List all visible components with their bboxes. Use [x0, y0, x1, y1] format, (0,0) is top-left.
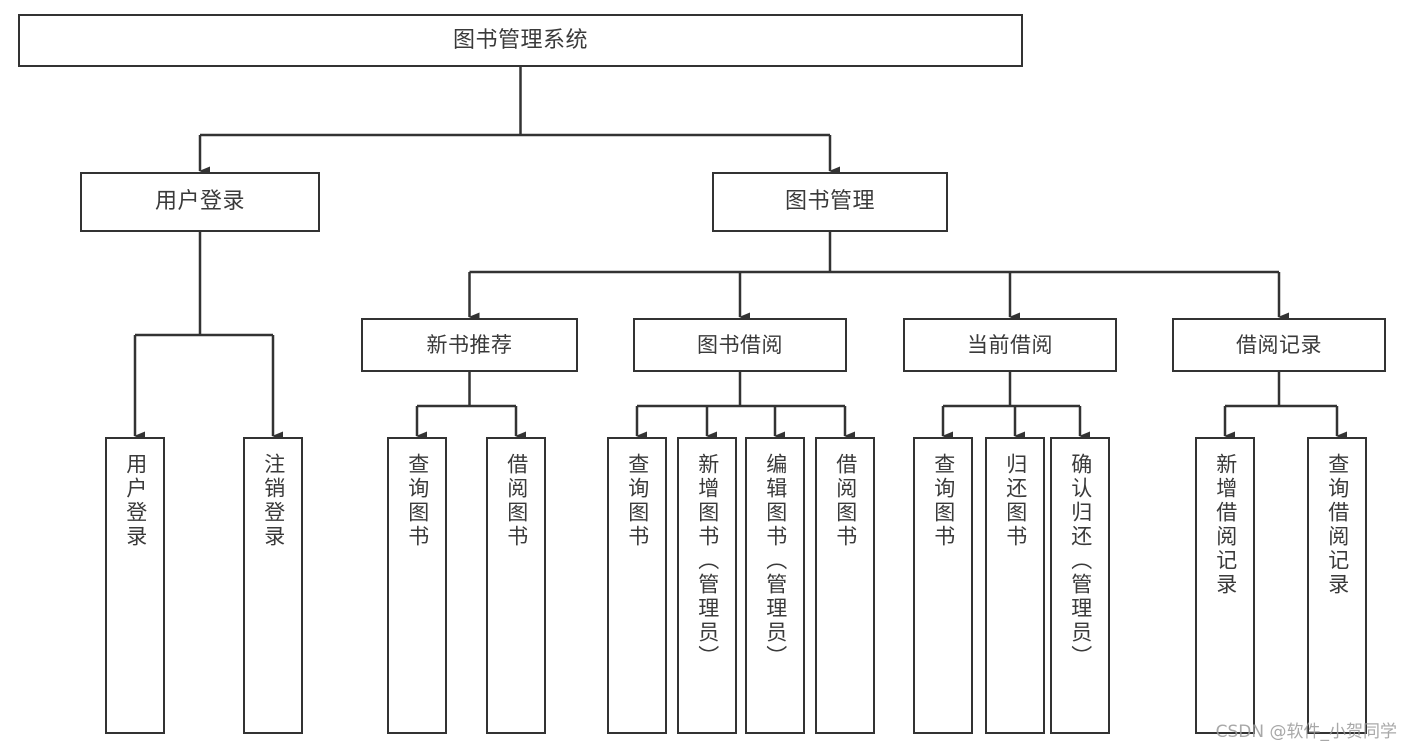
node-current-borrow[interactable]: 当前借阅	[903, 318, 1117, 372]
node-label: 查询借阅记录	[1325, 453, 1350, 597]
node-label: 借阅记录	[1236, 332, 1322, 357]
node-leaf-user-login[interactable]: 用户登录	[105, 437, 165, 734]
node-label: 归还图书	[1003, 453, 1028, 549]
node-leaf-rec-query[interactable]: 查询图书	[387, 437, 447, 734]
node-book-manage[interactable]: 图书管理	[712, 172, 948, 232]
edge-layer	[133, 67, 1347, 441]
node-leaf-cb-confirm[interactable]: 确认归还（管理员）	[1050, 437, 1110, 734]
node-borrow-record[interactable]: 借阅记录	[1172, 318, 1386, 372]
node-label: 查询图书	[405, 453, 430, 549]
node-leaf-user-logout[interactable]: 注销登录	[243, 437, 303, 734]
node-label: 查询图书	[931, 453, 956, 549]
node-label: 借阅图书	[833, 453, 858, 549]
node-root[interactable]: 图书管理系统	[18, 14, 1023, 67]
node-label: 图书管理	[784, 189, 875, 215]
node-user-login[interactable]: 用户登录	[80, 172, 320, 232]
node-label: 确认归还（管理员）	[1068, 453, 1093, 669]
node-label: 新增图书（管理员）	[695, 453, 720, 669]
node-leaf-cb-return[interactable]: 归还图书	[985, 437, 1045, 734]
node-leaf-bb-borrow[interactable]: 借阅图书	[815, 437, 875, 734]
node-leaf-bb-edit[interactable]: 编辑图书（管理员）	[745, 437, 805, 734]
node-label: 图书管理系统	[452, 27, 588, 53]
node-label: 图书借阅	[697, 332, 783, 357]
node-label: 用户登录	[123, 453, 148, 549]
node-leaf-bb-add[interactable]: 新增图书（管理员）	[677, 437, 737, 734]
node-book-borrow[interactable]: 图书借阅	[633, 318, 847, 372]
node-label: 借阅图书	[504, 453, 529, 549]
node-label: 注销登录	[261, 453, 286, 549]
node-leaf-br-query[interactable]: 查询借阅记录	[1307, 437, 1367, 734]
node-label: 用户登录	[154, 189, 245, 215]
node-leaf-rec-borrow[interactable]: 借阅图书	[486, 437, 546, 734]
node-leaf-cb-query[interactable]: 查询图书	[913, 437, 973, 734]
node-label: 编辑图书（管理员）	[763, 453, 788, 669]
node-new-book-rec[interactable]: 新书推荐	[361, 318, 578, 372]
node-label: 新增借阅记录	[1213, 453, 1238, 597]
node-leaf-br-add[interactable]: 新增借阅记录	[1195, 437, 1255, 734]
node-label: 当前借阅	[967, 332, 1053, 357]
node-label: 查询图书	[625, 453, 650, 549]
node-leaf-bb-query[interactable]: 查询图书	[607, 437, 667, 734]
node-label: 新书推荐	[426, 332, 513, 357]
